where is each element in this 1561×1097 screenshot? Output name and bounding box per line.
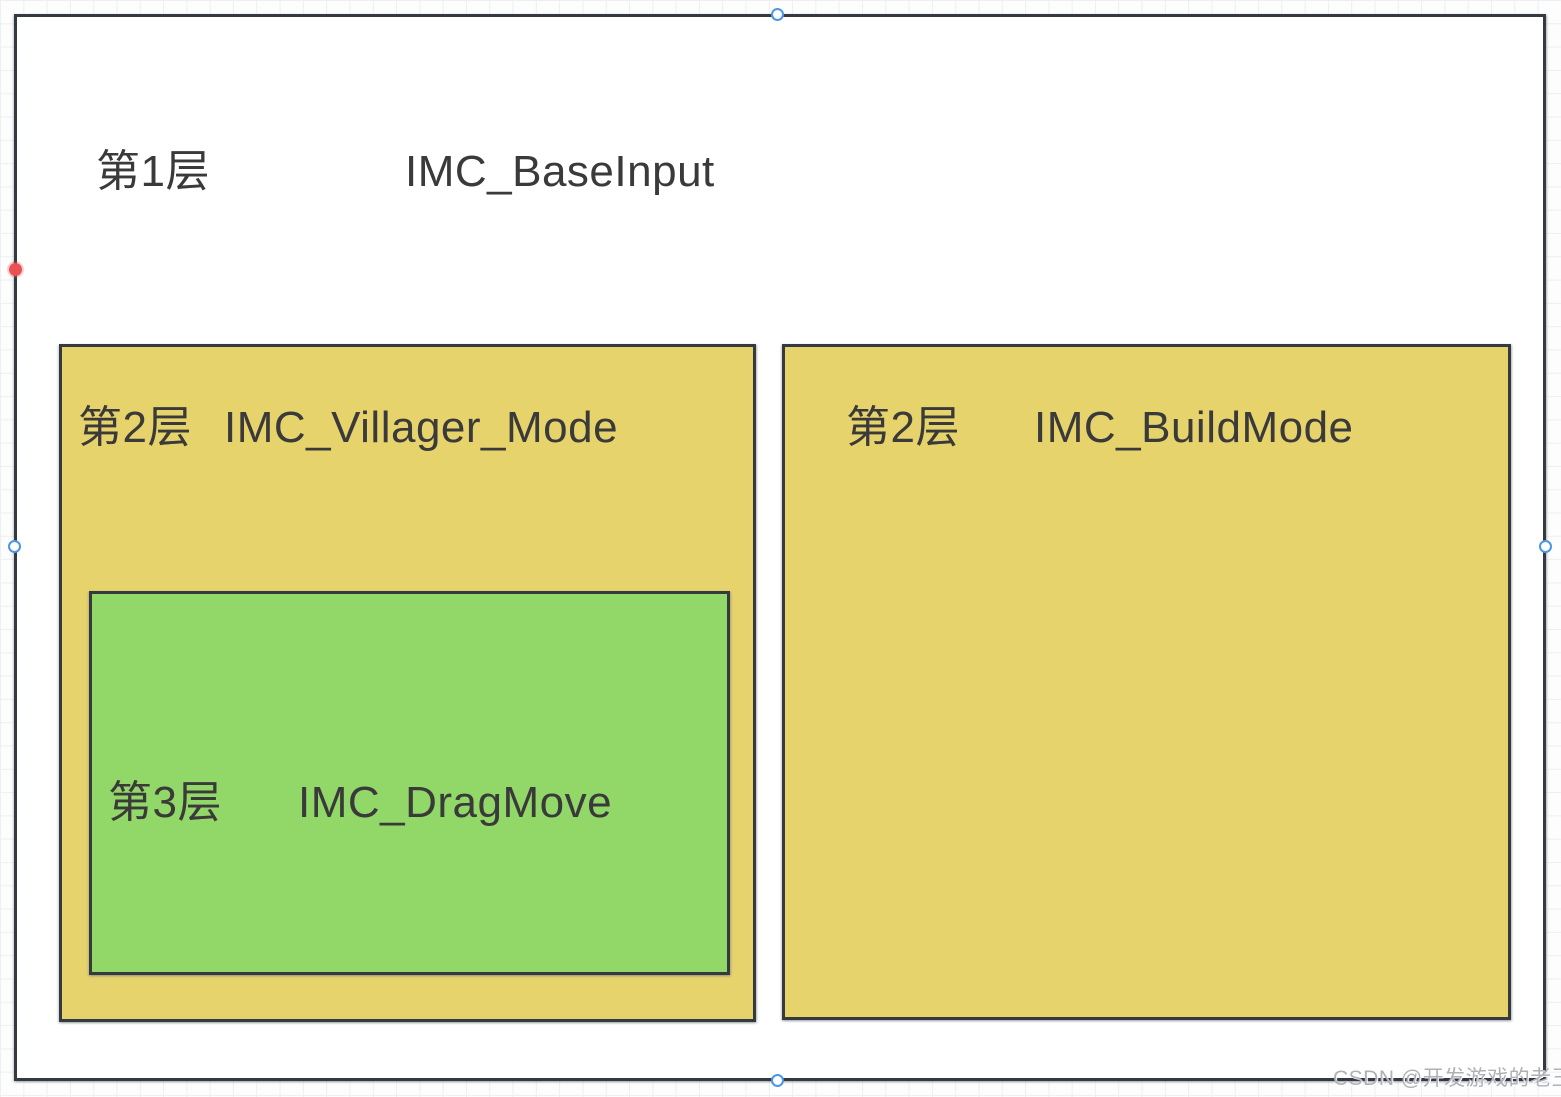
- drag-level-text: 第3层: [108, 778, 222, 827]
- watermark-text: CSDN @开发游戏的老王: [1333, 1067, 1561, 1090]
- build-mode-label: 第2层 IMC_BuildMode: [846, 391, 1354, 455]
- villager-mode-box[interactable]: 第2层 IMC_Villager_Mode 第3层 IMC_DragMove: [59, 344, 756, 1022]
- build-name-text: IMC_BuildMode: [1033, 403, 1354, 452]
- selection-handle-right-icon[interactable]: [1539, 540, 1552, 553]
- build-level-text: 第2层: [846, 403, 960, 452]
- drag-name-text: IMC_DragMove: [297, 778, 613, 827]
- build-mode-box[interactable]: 第2层 IMC_BuildMode: [782, 344, 1511, 1020]
- layer1-box[interactable]: 第1层 IMC_BaseInput 第2层 IMC_Villager_Mode …: [14, 14, 1546, 1081]
- drag-move-box[interactable]: 第3层 IMC_DragMove: [89, 591, 730, 975]
- villager-mode-label: 第2层 IMC_Villager_Mode: [78, 391, 618, 455]
- layer1-level-text: 第1层: [96, 147, 210, 196]
- layer1-name-text: IMC_BaseInput: [404, 147, 715, 196]
- selection-handle-top-icon[interactable]: [771, 8, 784, 21]
- selection-handle-bottom-icon[interactable]: [771, 1074, 784, 1087]
- layer1-label: 第1层 IMC_BaseInput: [96, 135, 715, 199]
- selection-handle-left-icon[interactable]: [8, 540, 21, 553]
- anchor-point-red-icon[interactable]: [9, 263, 22, 276]
- drag-move-label: 第3层 IMC_DragMove: [108, 766, 612, 830]
- villager-name-text: IMC_Villager_Mode: [223, 403, 619, 452]
- villager-level-text: 第2层: [78, 403, 192, 452]
